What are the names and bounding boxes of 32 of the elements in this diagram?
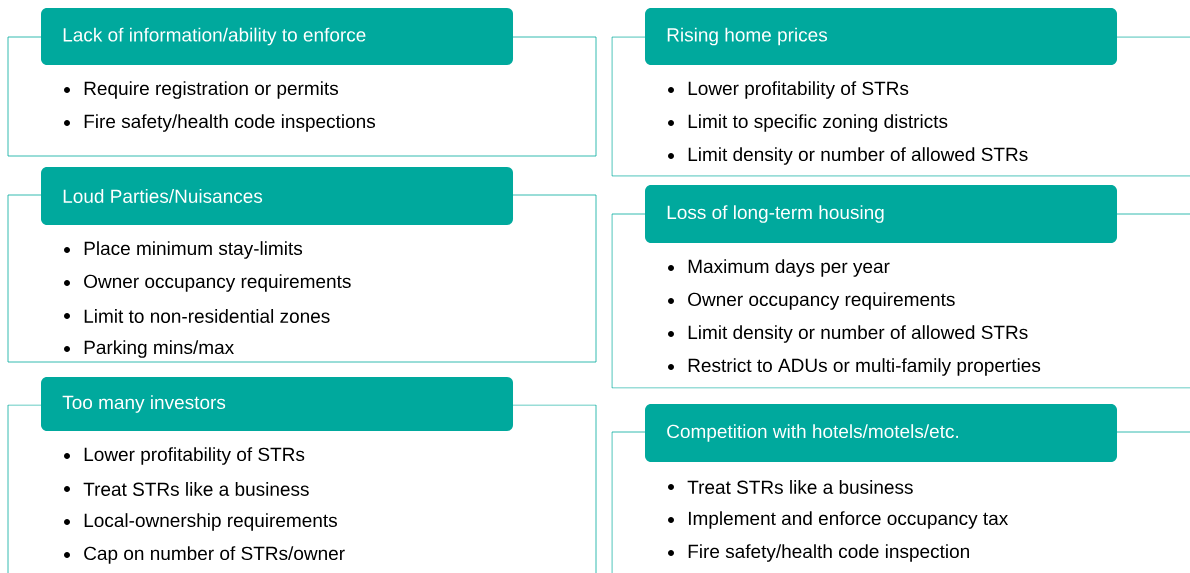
bullet-item: Lower profitability of STRs bbox=[64, 447, 305, 465]
heading-banner: Competition with hotels/motels/etc. bbox=[645, 404, 1117, 462]
bullet-item: Treat STRs like a business bbox=[668, 480, 913, 494]
topic-panel bbox=[611, 404, 1190, 573]
bullet-item: Parking mins/max bbox=[64, 340, 234, 358]
bullet-item: Fire safety/health code inspection bbox=[668, 544, 969, 562]
bullet-item: Owner occupancy requirements bbox=[64, 274, 351, 292]
heading-banner: Loud Parties/Nuisances bbox=[41, 167, 513, 225]
bullet-item: Limit density or number of allowed STRs bbox=[668, 147, 1028, 165]
topic-panel bbox=[7, 377, 597, 573]
heading-banner: Rising home prices bbox=[645, 8, 1117, 65]
heading-banner: Loss of long-term housing bbox=[645, 185, 1117, 243]
heading-banner: Too many investors bbox=[41, 377, 513, 431]
topic-panel bbox=[7, 8, 597, 157]
bullet-item: Fire safety/health code inspections bbox=[64, 114, 375, 132]
bullet-item: Owner occupancy requirements bbox=[668, 292, 955, 310]
bullet-item: Limit to non-residential zones bbox=[64, 309, 330, 323]
topic-panel bbox=[7, 167, 597, 363]
bullet-item: Restrict to ADUs or multi-family properties bbox=[668, 358, 1041, 376]
topic-panel bbox=[611, 8, 1190, 177]
bullet-item: Require registration or permits bbox=[64, 81, 338, 99]
bullet-item: Limit to specific zoning districts bbox=[668, 114, 948, 132]
bullet-item: Limit density or number of allowed STRs bbox=[668, 325, 1028, 343]
topic-panel bbox=[611, 185, 1190, 389]
bullet-item: Local-ownership requirements bbox=[64, 513, 337, 531]
bullet-item: Cap on number of STRs/owner bbox=[64, 546, 345, 564]
bullet-item: Lower profitability of STRs bbox=[668, 81, 909, 99]
bullet-item: Implement and enforce occupancy tax bbox=[668, 511, 1008, 529]
bullet-item: Place minimum stay-limits bbox=[64, 241, 303, 259]
bullet-item: Maximum days per year bbox=[668, 259, 890, 277]
bullet-item: Treat STRs like a business bbox=[64, 482, 309, 496]
heading-banner: Lack of information/ability to enforce bbox=[41, 8, 513, 65]
